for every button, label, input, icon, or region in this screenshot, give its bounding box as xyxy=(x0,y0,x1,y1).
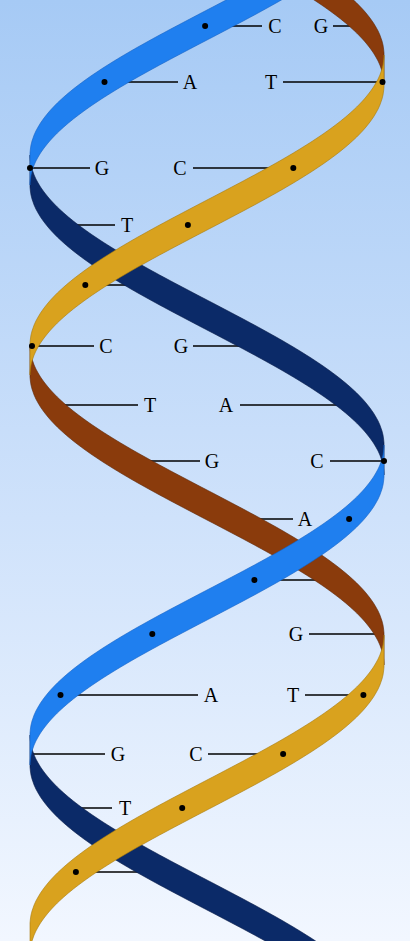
base-line xyxy=(30,167,90,169)
base-letter: G xyxy=(111,744,125,764)
attachment-dot xyxy=(380,79,386,85)
attachment-dot xyxy=(149,631,155,637)
base-letter: C xyxy=(310,451,323,471)
base-letter: T xyxy=(121,215,133,235)
attachment-dot xyxy=(58,692,64,698)
base-letter: T xyxy=(119,798,131,818)
base-line xyxy=(61,694,199,696)
base-letter: G xyxy=(314,16,328,36)
base-letter: A xyxy=(204,685,218,705)
attachment-dots xyxy=(27,23,387,875)
base-letter: T xyxy=(144,395,156,415)
base-letter: T xyxy=(265,72,277,92)
attachment-dot xyxy=(82,282,88,288)
base-letter: A xyxy=(219,395,233,415)
attachment-dot xyxy=(280,751,286,757)
base-line xyxy=(32,345,94,347)
front-ribbon xyxy=(30,635,384,941)
base-letter: C xyxy=(99,336,112,356)
base-lines xyxy=(30,26,384,872)
base-letter: C xyxy=(173,158,186,178)
attachment-dot xyxy=(251,577,257,583)
attachment-dot xyxy=(185,222,191,228)
attachment-dot xyxy=(381,458,387,464)
attachment-dot xyxy=(202,23,208,29)
base-line xyxy=(330,460,384,462)
back-ribbon xyxy=(273,0,385,85)
base-letter: G xyxy=(289,624,303,644)
base-letter: A xyxy=(298,509,312,529)
attachment-dot xyxy=(346,516,352,522)
base-letter: G xyxy=(95,158,109,178)
base-letter: G xyxy=(205,451,219,471)
attachment-dot xyxy=(73,869,79,875)
base-line xyxy=(30,753,105,755)
attachment-dot xyxy=(102,79,108,85)
base-line xyxy=(283,81,383,83)
front-ribbon xyxy=(30,55,384,375)
attachment-dot xyxy=(179,805,185,811)
back-ribbon xyxy=(30,735,359,941)
back-ribbons xyxy=(30,0,384,941)
base-letter: T xyxy=(287,685,299,705)
base-line xyxy=(309,633,381,635)
attachment-dot xyxy=(360,692,366,698)
base-letter: C xyxy=(268,16,281,36)
base-letter: G xyxy=(174,336,188,356)
front-ribbon xyxy=(30,0,322,185)
attachment-dot xyxy=(290,165,296,171)
base-letter: A xyxy=(183,72,197,92)
base-letter: C xyxy=(189,744,202,764)
front-ribbons xyxy=(30,0,384,941)
attachment-dot xyxy=(29,343,35,349)
attachment-dot xyxy=(27,165,33,171)
